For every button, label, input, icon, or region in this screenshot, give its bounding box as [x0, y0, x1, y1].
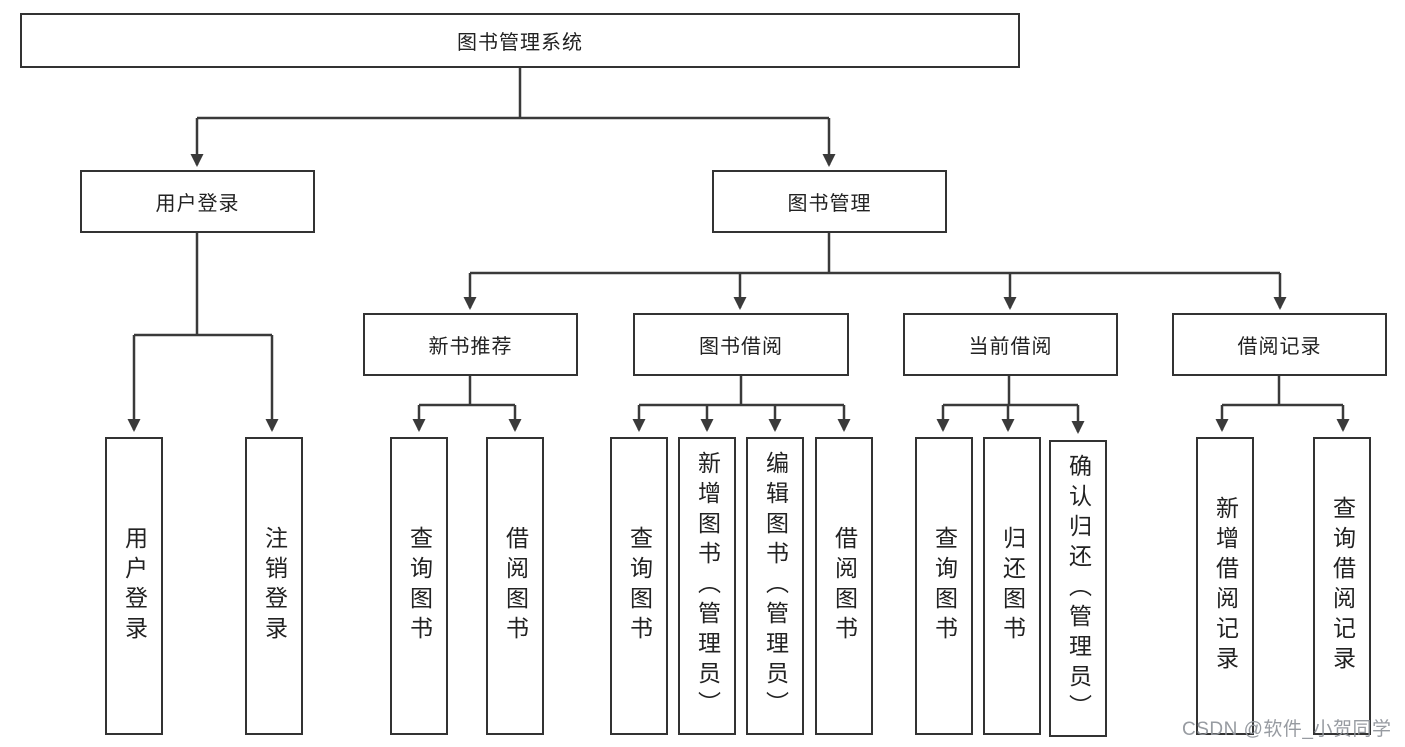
leaf-user-login: 用户登录: [105, 437, 163, 735]
node-new-book-recommendation: 新书推荐: [363, 313, 578, 376]
leaf-br-query-record: 查询借阅记录: [1313, 437, 1371, 735]
edge-new-book-bus: [419, 376, 515, 407]
edge-book-borrow-bus: [639, 376, 844, 407]
leaf-br-add-record: 新增借阅记录: [1196, 437, 1254, 735]
node-library-management-system: 图书管理系统: [20, 13, 1020, 68]
node-book-borrowing: 图书借阅: [633, 313, 849, 376]
leaf-bb-add-books-admin: 新增图书（管理员）: [678, 437, 736, 735]
edge-book-management-bus: [470, 233, 1280, 275]
leaf-cb-confirm-return-admin: 确认归还（管理员）: [1049, 440, 1107, 737]
edge-borrow-records-bus: [1222, 376, 1343, 407]
leaf-bb-borrow-books: 借阅图书: [815, 437, 873, 735]
leaf-nbr-query-books: 查询图书: [390, 437, 448, 735]
leaf-nbr-borrow-books: 借阅图书: [486, 437, 544, 735]
leaf-bb-edit-books-admin: 编辑图书（管理员）: [746, 437, 804, 735]
edge-root-bus: [197, 68, 829, 120]
leaf-cb-return-books: 归还图书: [983, 437, 1041, 735]
node-user-login: 用户登录: [80, 170, 315, 233]
edge-current-borrow-bus: [943, 376, 1078, 407]
node-book-management: 图书管理: [712, 170, 947, 233]
leaf-logout: 注销登录: [245, 437, 303, 735]
leaf-cb-query-books: 查询图书: [915, 437, 973, 735]
leaf-bb-query-books: 查询图书: [610, 437, 668, 735]
edge-user-login-bus: [134, 233, 272, 337]
node-current-borrowing: 当前借阅: [903, 313, 1118, 376]
node-borrowing-records: 借阅记录: [1172, 313, 1387, 376]
watermark: CSDN @软件_小贺同学: [1182, 719, 1392, 740]
